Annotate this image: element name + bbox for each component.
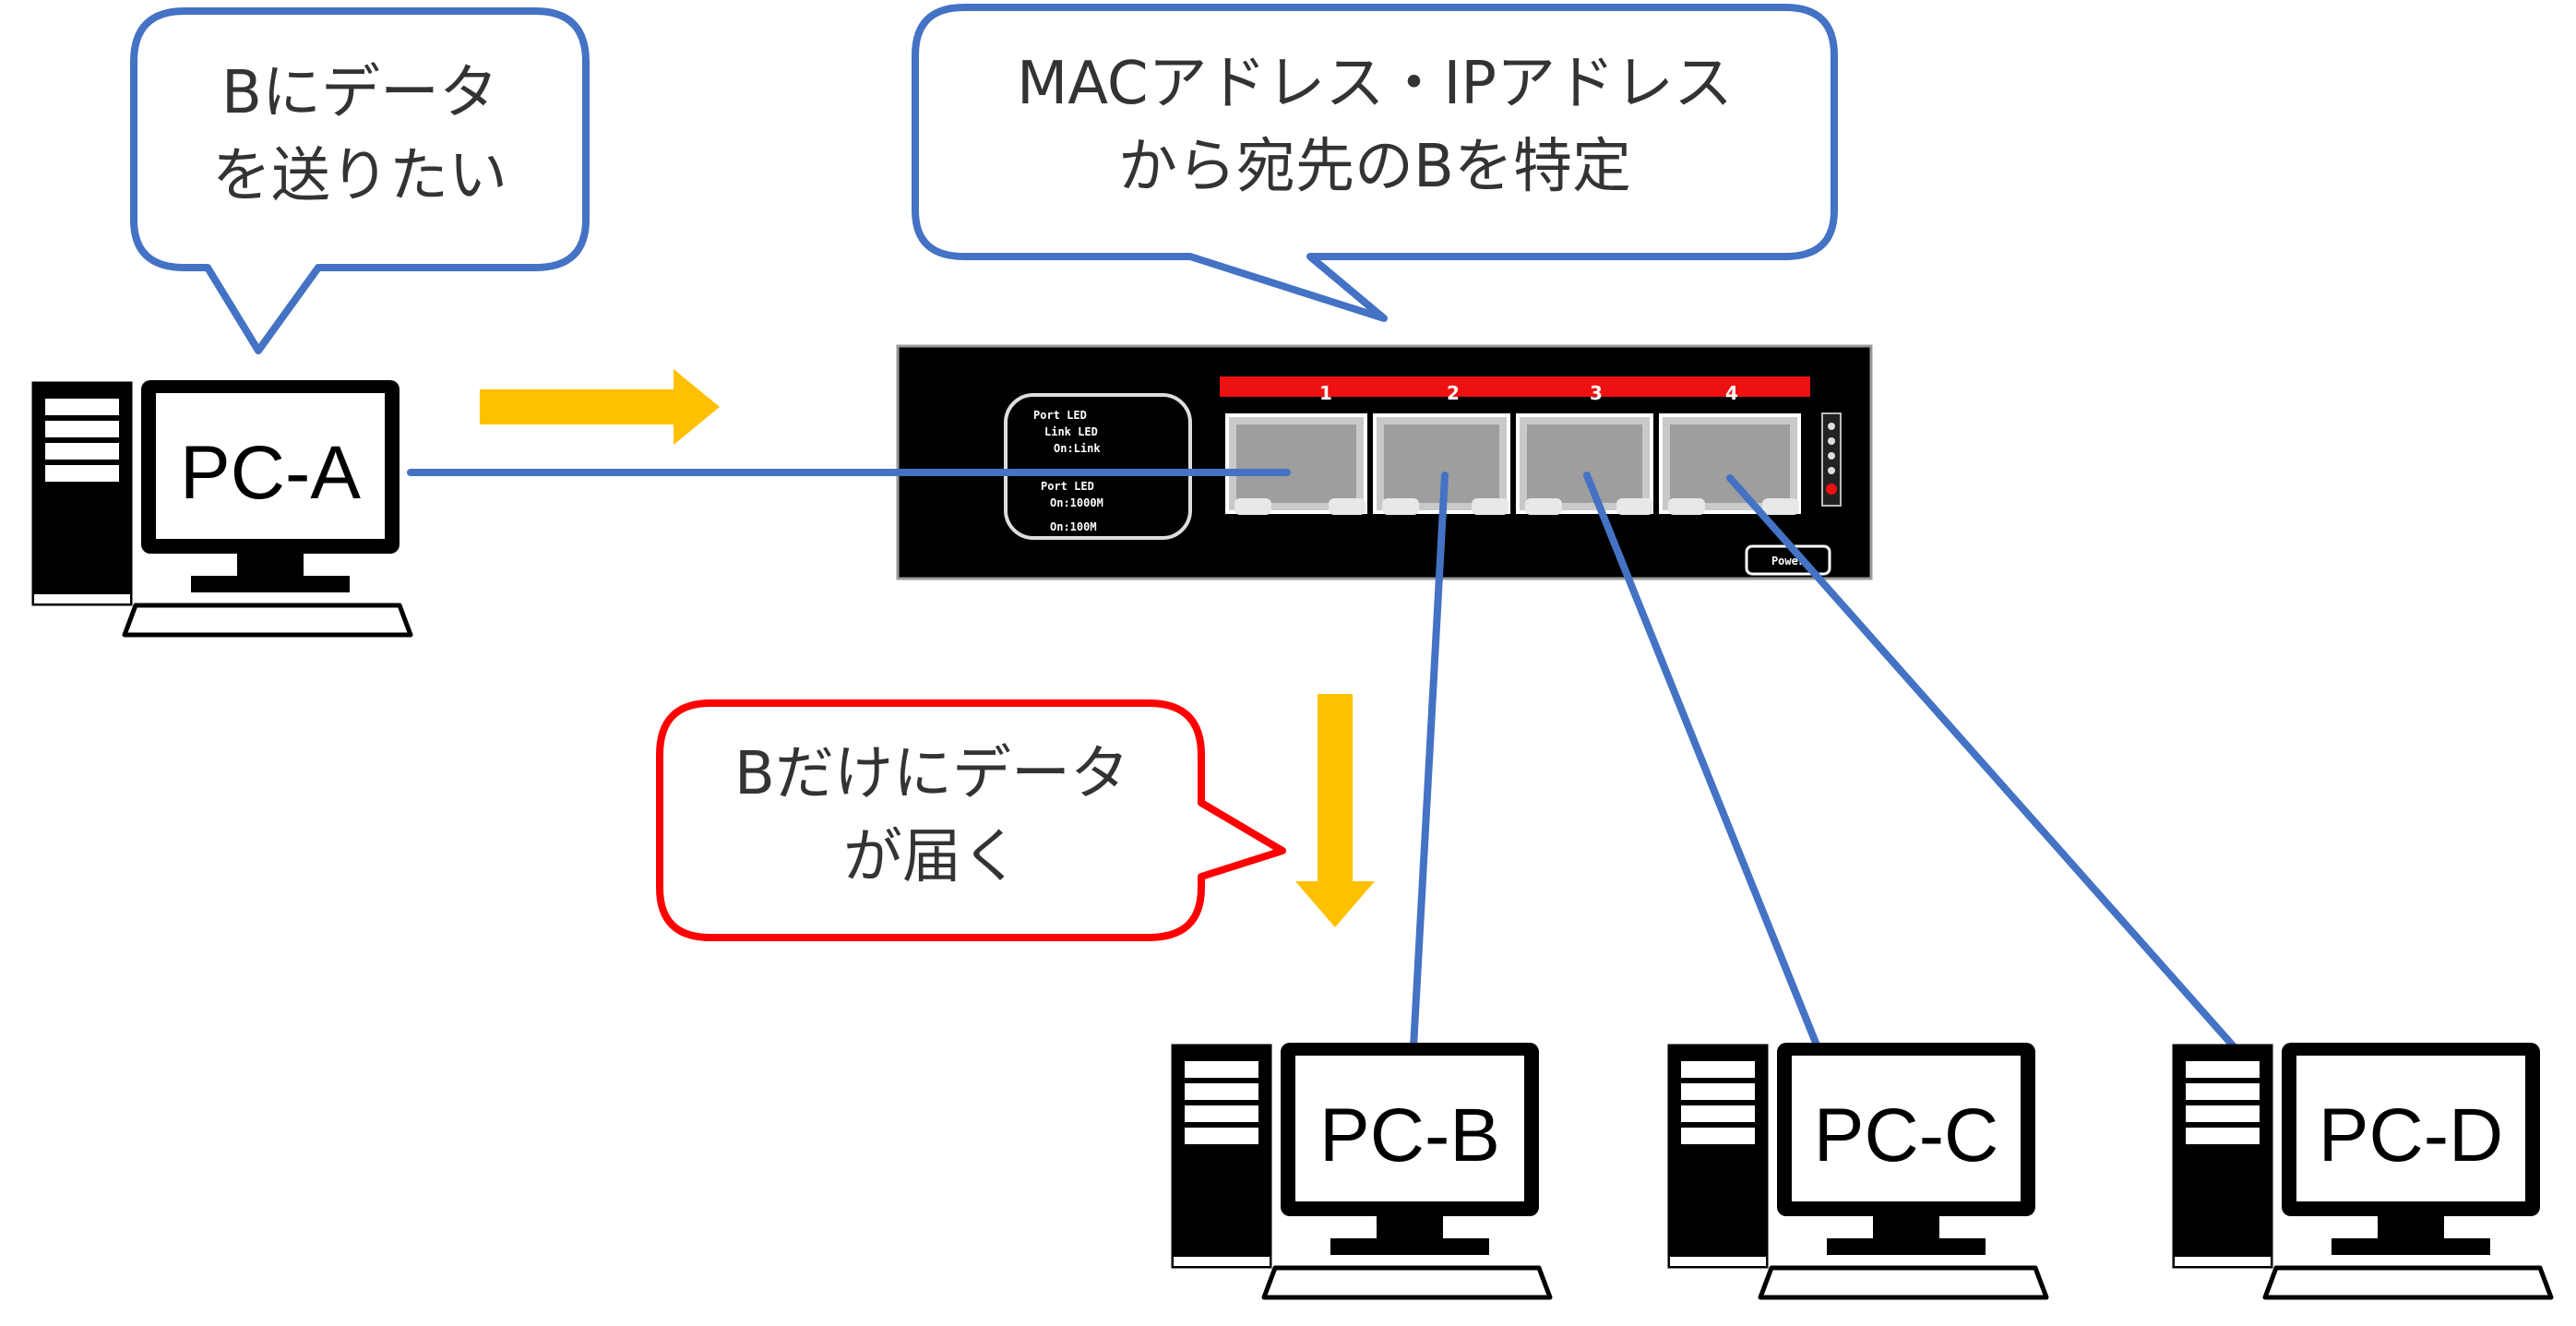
led-legend: Port LED Link LED On:Link Port LED On:10… — [1004, 393, 1192, 540]
pc-label-b: PC-B — [1319, 1093, 1500, 1177]
legend-line-1: Port LED — [1033, 409, 1087, 422]
network-cables — [407, 469, 2236, 1051]
legend-line-3: On:Link — [1054, 442, 1101, 455]
computer-pc-c: PC-C — [1670, 1043, 2046, 1297]
port-label-1: 1 — [1319, 382, 1332, 404]
legend-line-6: On:1000M — [1050, 496, 1103, 509]
switch-port-1 — [1225, 413, 1367, 515]
pc-label-a: PC-A — [180, 431, 361, 515]
cable-pc-d — [1726, 474, 2236, 1049]
computer-pc-a: PC-A — [34, 380, 411, 635]
status-led-column — [1821, 412, 1842, 507]
port-label-2: 2 — [1447, 382, 1460, 404]
pc-label-c: PC-C — [1814, 1093, 1998, 1177]
speech-bubble-delivery: Bだけにデータ が届く — [656, 699, 1286, 941]
bubble-delivery-line2: が届く — [843, 823, 1020, 891]
switch-port-4 — [1659, 413, 1801, 515]
cable-pc-b — [1410, 472, 1449, 1051]
arrow-right-icon — [480, 369, 720, 445]
cable-pc-c — [1583, 472, 1821, 1051]
power-button: Power — [1745, 544, 1831, 576]
computer-pc-d: PC-D — [2175, 1043, 2551, 1297]
switch-port-3 — [1516, 413, 1653, 515]
port-label-3: 3 — [1590, 382, 1603, 404]
bubble-pc-a-line2: を送りたい — [212, 142, 507, 210]
bubble-delivery-line1: Bだけにデータ — [734, 740, 1129, 808]
bubble-switch-line1: MACアドレス・IPアドレス — [1017, 50, 1733, 118]
bubble-switch-line2: から宛先のBを特定 — [1118, 133, 1631, 201]
speech-bubble-pc-a: Bにデータ を送りたい — [130, 7, 590, 354]
legend-line-5: Port LED — [1041, 480, 1094, 493]
legend-line-8: On:100M — [1050, 520, 1097, 533]
network-switch-icon: 1 2 3 4 Port LED Link LED On:Link Port L… — [896, 344, 1873, 580]
pc-label-d: PC-D — [2319, 1093, 2503, 1177]
bubble-pc-a-line1: Bにデータ — [221, 59, 498, 127]
arrow-down-icon — [1295, 694, 1375, 927]
legend-line-2: Link LED — [1044, 425, 1098, 438]
speech-bubble-switch: MACアドレス・IPアドレス から宛先のBを特定 — [912, 4, 1838, 322]
port-label-4: 4 — [1725, 382, 1738, 404]
computer-pc-b: PC-B — [1174, 1043, 1550, 1297]
